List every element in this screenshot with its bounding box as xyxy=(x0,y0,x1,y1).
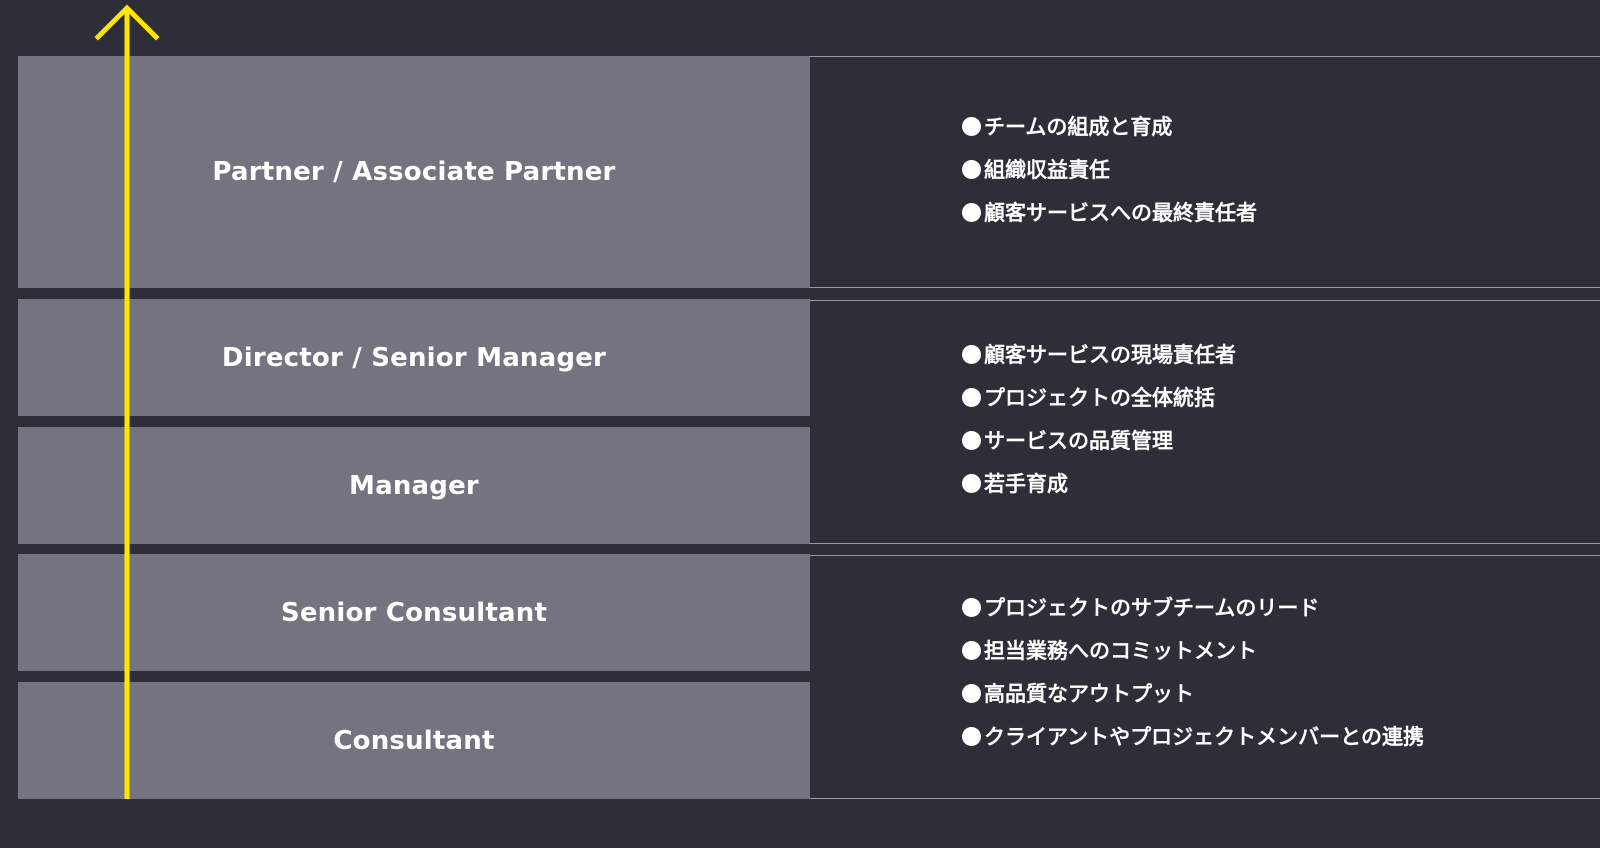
role-box-director: Director / Senior Manager xyxy=(18,299,810,416)
bullet-icon xyxy=(962,388,981,407)
bullet-icon xyxy=(962,117,981,136)
responsibility-item: 組織収益責任 xyxy=(962,149,1257,192)
role-box-consultant: Consultant xyxy=(18,682,810,799)
bullet-icon xyxy=(962,345,981,364)
role-box-senior-consultant: Senior Consultant xyxy=(18,554,810,671)
bullet-icon xyxy=(962,598,981,617)
bullet-icon xyxy=(962,641,981,660)
responsibility-item: 担当業務へのコミットメント xyxy=(962,630,1424,673)
role-box-manager: Manager xyxy=(18,427,810,544)
bullet-icon xyxy=(962,160,981,179)
role-box-partner: Partner / Associate Partner xyxy=(18,56,810,288)
responsibility-list-consultant: プロジェクトのサブチームのリード 担当業務へのコミットメント 高品質なアウトプッ… xyxy=(962,587,1424,759)
responsibility-item: プロジェクトの全体統括 xyxy=(962,377,1236,420)
role-label-senior-consultant: Senior Consultant xyxy=(280,597,548,628)
responsibility-list-partner: チームの組成と育成 組織収益責任 顧客サービスへの最終責任者 xyxy=(962,106,1257,235)
responsibility-item: 高品質なアウトプット xyxy=(962,673,1424,716)
bullet-icon xyxy=(962,203,981,222)
arrow-head xyxy=(94,4,160,41)
responsibility-item: クライアントやプロジェクトメンバーとの連携 xyxy=(962,716,1424,759)
bullet-icon xyxy=(962,431,981,450)
responsibility-panel-director-manager: 顧客サービスの現場責任者 プロジェクトの全体統括 サービスの品質管理 若手育成 xyxy=(810,300,1600,544)
responsibility-list-director-manager: 顧客サービスの現場責任者 プロジェクトの全体統括 サービスの品質管理 若手育成 xyxy=(962,334,1236,506)
responsibility-item: チームの組成と育成 xyxy=(962,106,1257,149)
responsibility-panel-consultant: プロジェクトのサブチームのリード 担当業務へのコミットメント 高品質なアウトプッ… xyxy=(810,555,1600,799)
responsibility-item: サービスの品質管理 xyxy=(962,420,1236,463)
bullet-icon xyxy=(962,727,981,746)
role-label-director: Director / Senior Manager xyxy=(221,342,607,373)
responsibility-item: 顧客サービスの現場責任者 xyxy=(962,334,1236,377)
responsibility-panel-partner: チームの組成と育成 組織収益責任 顧客サービスへの最終責任者 xyxy=(810,56,1600,288)
responsibility-item: プロジェクトのサブチームのリード xyxy=(962,587,1424,630)
bullet-icon xyxy=(962,684,981,703)
responsibility-item: 若手育成 xyxy=(962,463,1236,506)
role-label-consultant: Consultant xyxy=(333,725,495,756)
responsibility-item: 顧客サービスへの最終責任者 xyxy=(962,192,1257,235)
bullet-icon xyxy=(962,474,981,493)
role-label-partner: Partner / Associate Partner xyxy=(212,157,616,187)
role-label-manager: Manager xyxy=(349,470,479,501)
